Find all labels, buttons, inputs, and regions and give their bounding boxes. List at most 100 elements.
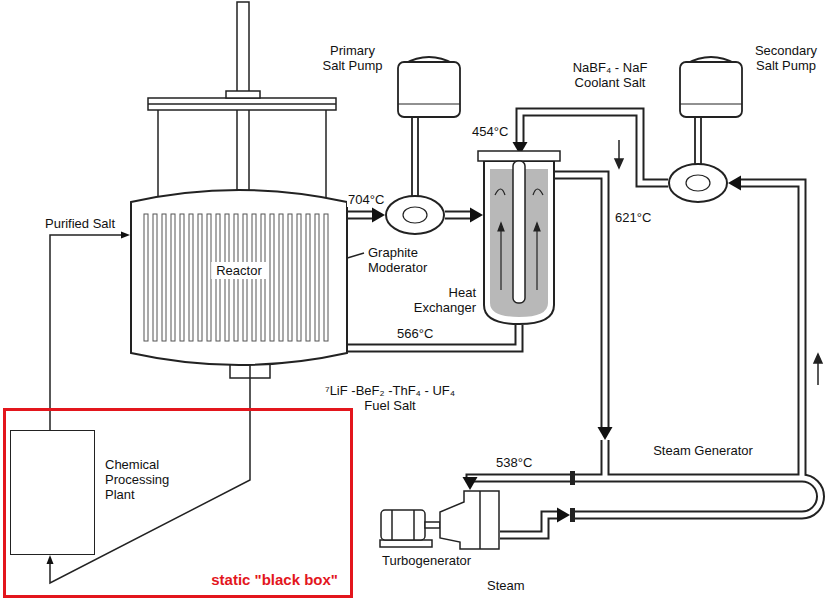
flow-arrow-line (817, 362, 819, 385)
flow-line (50, 235, 124, 430)
heat-exchanger: Heat Exchanger (483, 155, 555, 325)
pipe-connector (728, 176, 802, 441)
arrowhead (728, 176, 741, 191)
flow-arrow-head (615, 159, 623, 168)
turbogenerator: Turbogenerator (380, 490, 500, 550)
graphite-bar (297, 214, 301, 341)
sg-nozzle (570, 508, 575, 522)
graphite-bar (306, 214, 310, 341)
pipe-wall (470, 478, 570, 481)
motor-band (680, 104, 742, 105)
pipe-connector (445, 208, 483, 223)
graphite-bar (324, 214, 328, 341)
pump-volute (386, 196, 444, 234)
temperature-label: 566°C (396, 326, 434, 341)
sg-stub (605, 440, 802, 478)
fuel-salt-label: ⁷LiF -BeF₂ -ThF₄ - UF₄ Fuel Salt (319, 383, 461, 413)
pipe-connector (555, 175, 613, 440)
salt-pump: Secondary Salt Pump (668, 163, 728, 203)
sg-nozzle (570, 471, 575, 485)
arrowhead (598, 427, 613, 440)
pipe-wall (500, 515, 561, 535)
arrowhead (557, 508, 570, 523)
primary-pump-motor (398, 57, 460, 197)
arrowhead (372, 208, 385, 223)
salt-pump-shape (668, 163, 728, 203)
steam-label: Steam (487, 578, 525, 593)
pump-label: Primary Salt Pump (320, 43, 385, 73)
pipe-wall (445, 211, 474, 220)
sg-label: Steam Generator (650, 443, 756, 458)
graphite-bar (144, 214, 148, 341)
arrowhead (47, 555, 54, 564)
process-box: Chemical Processing Plant (10, 430, 95, 555)
top-flange (148, 98, 336, 110)
temperature-label: 704°C (347, 192, 385, 207)
pipe-bore (348, 213, 376, 218)
region-label: static "black box" (211, 571, 338, 589)
turbogenerator-figure (380, 491, 499, 549)
graphite-bar (180, 214, 184, 341)
arrowhead (463, 477, 478, 490)
pipe-wall (348, 325, 519, 348)
flange-line (148, 103, 336, 105)
flow-arrow (615, 140, 822, 385)
graphite-bar (288, 214, 292, 341)
steam-generator: Steam Generator (570, 440, 828, 535)
reactor-vessel: Reactor (130, 190, 348, 365)
frame-leg (157, 110, 159, 200)
motor-housing (398, 62, 460, 117)
pipe-bore (737, 183, 802, 440)
reactor-label: Reactor (211, 262, 267, 279)
pipe-wall (737, 183, 802, 440)
frame-leg (325, 110, 327, 200)
pipe-bore (445, 213, 474, 218)
pipe-bore (470, 478, 570, 481)
pump-shaft (695, 115, 701, 165)
salt-pump-shape (385, 195, 445, 235)
pump-volute (669, 164, 727, 202)
secondary-pump-motor (680, 57, 742, 165)
sg-stub-bore (605, 440, 802, 478)
part-label: Graphite Moderator (368, 245, 443, 275)
coolant-label: NaBF₄ - NaF Coolant Salt (560, 60, 660, 90)
process-label: Chemical Processing Plant (105, 457, 177, 502)
hx-flange (478, 151, 560, 161)
graphite-bar (279, 214, 283, 341)
pipe-connector (348, 208, 385, 223)
graphite-bar (270, 214, 274, 341)
pump-label: Secondary Salt Pump (750, 43, 822, 73)
pipe-connector (500, 508, 570, 536)
pipe-bore (500, 515, 561, 535)
flow-arrow-head (814, 354, 822, 363)
motor-band (398, 104, 460, 105)
graphite-bar (189, 214, 193, 341)
pipe-wall (555, 175, 605, 431)
salt-pump: Primary Salt Pump (385, 195, 445, 235)
pump-impeller (403, 207, 427, 223)
temperature-label: Purified Salt (44, 216, 116, 231)
heat-exchanger-shape (483, 155, 555, 325)
pipe-connector (463, 477, 571, 490)
black-box-region: static "black box" Chemical Processing Pl… (3, 408, 353, 598)
motor-housing (680, 62, 742, 117)
pump-shaft (412, 115, 418, 197)
sg-u-tube-bore (570, 478, 821, 515)
pipe-bore (555, 175, 605, 431)
turbogenerator-shape (380, 490, 500, 550)
graphite-bar (198, 214, 202, 341)
temperature-label: 621°C (614, 210, 652, 225)
hx-flow-arrows (495, 189, 543, 290)
arrowhead (121, 232, 130, 239)
pipe-connector (348, 325, 519, 348)
graphite-bar (162, 214, 166, 341)
temperature-label: 538°C (495, 455, 533, 470)
temperature-label: 454°C (471, 124, 509, 139)
pump-impeller (686, 175, 710, 191)
hx-shell (484, 161, 554, 324)
graphite-bar (315, 214, 319, 341)
arrowhead (470, 208, 483, 223)
hx-center-tube (513, 161, 525, 303)
